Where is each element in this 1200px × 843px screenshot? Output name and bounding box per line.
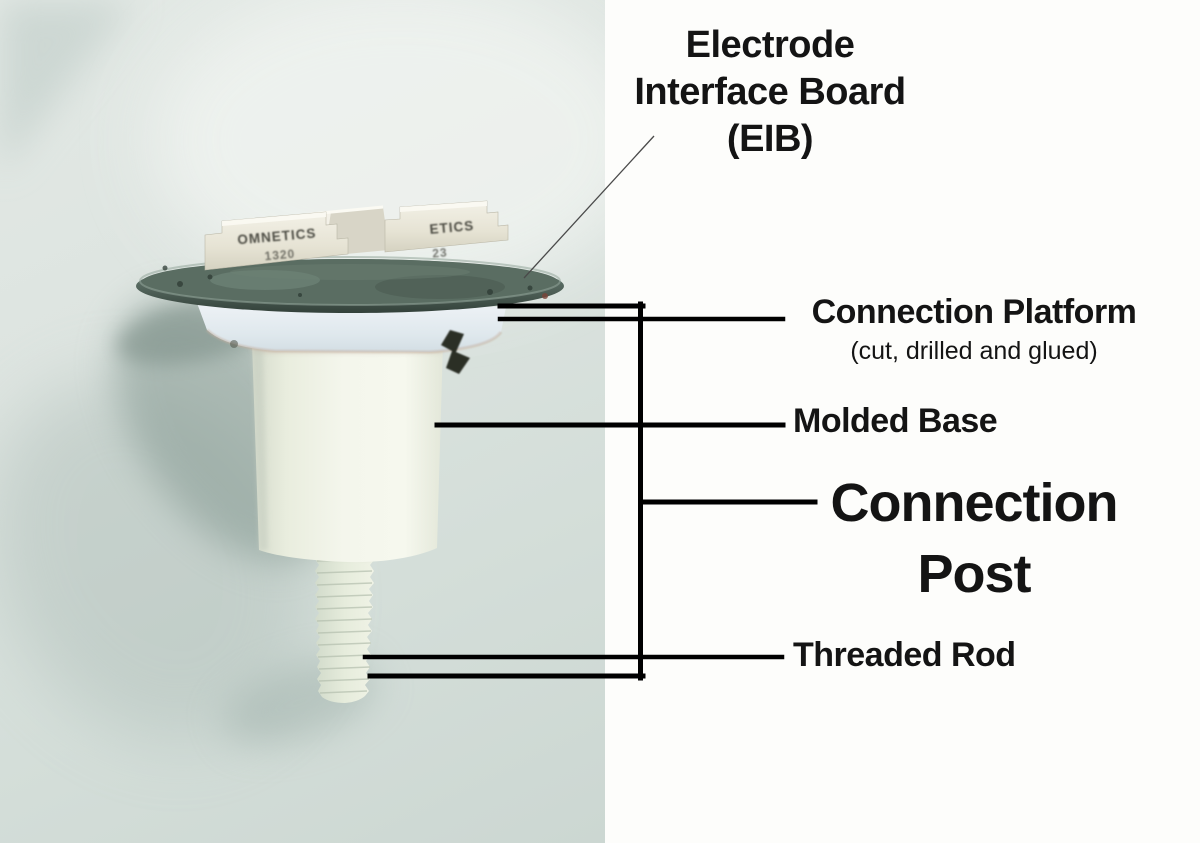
connector-left: OMNETICS 1320 xyxy=(204,211,349,271)
corner-shading xyxy=(0,0,135,175)
platform-left-mark xyxy=(230,340,238,348)
connection-platform-label: Connection Platform (cut, drilled and gl… xyxy=(793,294,1155,366)
photo-panel: OMNETICS 1320 ETICS 23 xyxy=(0,0,605,843)
molded-base-body xyxy=(252,342,443,563)
board-mottle-3 xyxy=(230,264,470,280)
board-red-spot xyxy=(542,293,548,299)
connection-post-label: Connection Post xyxy=(793,468,1155,610)
threaded-rod xyxy=(315,552,376,703)
nano-connectors: OMNETICS 1320 ETICS 23 xyxy=(204,200,509,271)
molded-base-label: Molded Base xyxy=(793,402,998,440)
connection-post-line1: Connection xyxy=(830,473,1119,533)
eib-label: Electrode Interface Board (EIB) xyxy=(615,22,925,163)
base-left-shading xyxy=(252,342,268,550)
connector-right-print-line1: ETICS xyxy=(429,218,475,237)
molded-base xyxy=(252,342,443,563)
connector-right-print-line2: 23 xyxy=(432,245,449,260)
connector-left-print-line2: 1320 xyxy=(264,247,296,264)
threaded-rod-label: Threaded Rod xyxy=(793,636,1016,674)
connection-platform-subtitle: (cut, drilled and glued) xyxy=(850,337,1098,365)
thread-ridges xyxy=(316,558,373,694)
platform-glue-edge xyxy=(205,328,503,354)
connection-platform-body xyxy=(197,303,506,352)
board-mottle-2 xyxy=(375,275,505,299)
solder-pads xyxy=(162,265,533,297)
connector-right: ETICS 23 xyxy=(384,200,509,261)
eib-label-line2: Interface Board xyxy=(634,71,906,113)
eib-label-line3: (EIB) xyxy=(726,118,814,160)
threaded-rod-body xyxy=(315,553,375,703)
connection-post-photo: OMNETICS 1320 ETICS 23 xyxy=(0,0,605,745)
connection-platform-title: Connection Platform xyxy=(811,293,1137,331)
eib-board xyxy=(136,256,564,313)
board-mottle-1 xyxy=(210,270,320,290)
connector-left-print-line1: OMNETICS xyxy=(237,226,317,248)
board-rim-highlight xyxy=(139,256,561,306)
connection-post-line2: Post xyxy=(917,544,1031,604)
eib-label-line1: Electrode xyxy=(685,24,855,66)
wire-tab xyxy=(441,330,470,374)
connection-platform xyxy=(197,303,506,354)
